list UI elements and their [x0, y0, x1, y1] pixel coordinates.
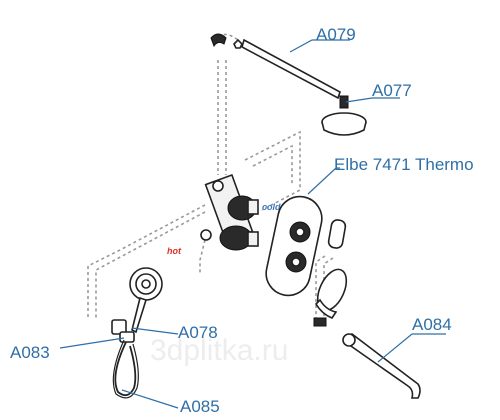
label-a083: A083 [10, 343, 50, 362]
shower-arm [210, 33, 341, 100]
label-a085: A085 [180, 397, 220, 416]
hand-shower [129, 267, 163, 334]
mixer-handles [314, 219, 348, 319]
label-a084: A084 [412, 315, 452, 334]
bath-spout [313, 317, 421, 399]
hot-label: hot [167, 246, 182, 256]
cold-label: cold [262, 202, 281, 212]
label-a078: A078 [178, 323, 218, 342]
label-a079: A079 [316, 25, 356, 44]
shower-hose [114, 341, 137, 397]
label-elbe-7471-thermo: Elbe 7471 Thermo [334, 155, 474, 174]
mixer-body [200, 173, 259, 251]
overhead-shower [321, 95, 367, 136]
concealed-pipes [87, 33, 334, 318]
label-a077: A077 [372, 81, 412, 100]
watermark: 3dplitka.ru [150, 334, 288, 367]
cover-plate [265, 195, 323, 297]
leader-lines [59, 39, 446, 409]
wall-outlet [111, 319, 135, 343]
